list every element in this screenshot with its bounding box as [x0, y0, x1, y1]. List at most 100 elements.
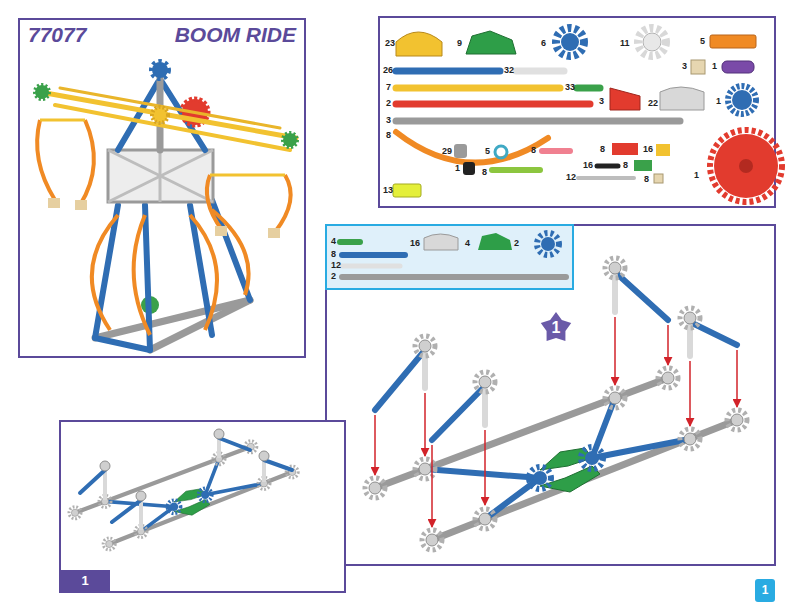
uprights-and-arrows	[374, 415, 376, 475]
parts-pictures	[710, 35, 756, 48]
model-illustration	[80, 120, 94, 205]
part-count: 2	[386, 98, 391, 108]
part-count: 3	[386, 115, 391, 125]
part-count: 22	[648, 98, 658, 108]
part-count: 1	[712, 61, 717, 71]
model-illustration	[190, 205, 212, 335]
parts-pictures	[396, 68, 500, 75]
parts-pictures	[454, 144, 467, 158]
base-assembly	[581, 447, 603, 469]
result-panel	[60, 421, 345, 592]
uprights-and-arrows	[687, 326, 693, 356]
part-count: 13	[383, 185, 393, 195]
star-shape	[541, 312, 571, 341]
uprights-and-arrows	[431, 445, 433, 527]
result-illustration	[136, 491, 146, 501]
title-panel: 77077 BOOM RIDE	[18, 18, 306, 358]
model-illustration	[207, 175, 222, 230]
result-illustration	[80, 470, 105, 493]
model-illustration	[152, 107, 168, 123]
uprights-and-arrows	[689, 361, 691, 426]
part-count: 11	[620, 38, 630, 48]
result-illustration	[264, 460, 292, 470]
parts-pictures	[542, 148, 570, 154]
uprights-and-arrows	[615, 272, 668, 320]
parts-pictures	[634, 160, 652, 171]
model-illustration	[40, 92, 296, 138]
part-count: 5	[700, 36, 705, 46]
parts-pictures	[691, 60, 705, 74]
base-assembly	[592, 439, 690, 458]
parts-pictures	[728, 86, 756, 114]
model-illustration	[118, 82, 158, 150]
uprights-and-arrows	[482, 390, 488, 425]
parts-pictures	[396, 32, 442, 56]
parts-pictures	[393, 184, 421, 197]
parts-pictures	[610, 88, 640, 110]
model-illustration	[108, 150, 213, 202]
part-count: 8	[482, 167, 487, 177]
parts-pictures	[492, 167, 540, 173]
base-assembly	[422, 530, 442, 550]
model-illustration	[108, 150, 213, 202]
part-count: 29	[442, 146, 452, 156]
result-panel	[60, 421, 345, 592]
result-step-number: 1	[81, 574, 88, 589]
base-assembly	[425, 469, 540, 478]
step-parts-pictures	[342, 274, 566, 280]
base-assembly	[475, 509, 495, 529]
parts-pictures	[656, 144, 670, 156]
model-illustration	[134, 215, 150, 335]
uprights-and-arrows	[680, 308, 700, 328]
base-assembly	[365, 478, 385, 498]
part-count: 1	[694, 170, 699, 180]
uprights-and-arrows	[415, 336, 435, 356]
model-illustration	[108, 150, 213, 202]
base-assembly	[605, 388, 625, 408]
model-title: BOOM RIDE	[175, 23, 296, 47]
parts-pictures	[561, 33, 579, 51]
model-illustration	[283, 133, 297, 147]
parts-pictures	[722, 61, 754, 73]
parts-pictures	[396, 118, 680, 125]
model-illustration	[95, 300, 250, 338]
uprights-and-arrows	[684, 312, 696, 324]
parts-pictures	[714, 134, 778, 198]
parts-panel	[379, 17, 775, 207]
result-tab: 1	[60, 570, 110, 592]
part-count: 8	[623, 160, 628, 170]
uprights-and-arrows	[432, 386, 485, 440]
step-parts-pictures	[340, 239, 360, 245]
parts-pictures	[643, 33, 661, 51]
parts-pictures	[612, 143, 638, 155]
model-illustration	[35, 62, 297, 350]
model-illustration	[92, 215, 118, 330]
step-panel	[326, 225, 573, 289]
base-assembly	[662, 372, 674, 384]
parts-panel	[379, 17, 775, 207]
parts-pictures	[739, 159, 753, 173]
step-parts-pictures	[342, 264, 400, 269]
base-assembly	[369, 482, 381, 494]
part-count: 12	[566, 172, 576, 182]
page-number-tab: 1	[755, 579, 775, 602]
model-illustration	[268, 228, 280, 238]
result-illustration	[219, 438, 250, 450]
base-assembly	[432, 420, 737, 540]
set-number: 77077	[28, 23, 86, 47]
result-illustration	[259, 451, 269, 461]
part-count: 16	[643, 144, 653, 154]
parts-pictures	[577, 85, 600, 92]
base-assembly	[680, 429, 700, 449]
step-panel	[326, 225, 775, 565]
part-count: 16	[583, 160, 593, 170]
parts-pictures	[710, 130, 782, 202]
uprights-and-arrows	[479, 376, 491, 388]
step-number-star: 1	[540, 311, 572, 343]
model-illustration	[60, 88, 280, 128]
parts-pictures	[393, 28, 782, 202]
parts-pictures	[556, 28, 584, 56]
part-count: 12	[331, 260, 341, 270]
model-illustration	[95, 205, 118, 338]
model-illustration	[159, 150, 162, 202]
